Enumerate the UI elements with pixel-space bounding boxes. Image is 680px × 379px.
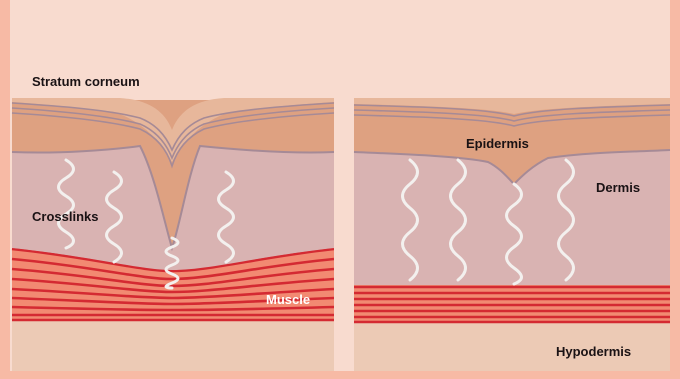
- epidermis-label: Epidermis: [466, 136, 529, 151]
- stratum-corneum-label: Stratum corneum: [32, 74, 140, 89]
- hypodermis-layer-left: [12, 320, 334, 371]
- muscle-label: Muscle: [266, 292, 310, 307]
- hypodermis-label: Hypodermis: [556, 344, 631, 359]
- crosslinks-label: Crosslinks: [32, 209, 98, 224]
- dermis-label: Dermis: [596, 180, 640, 195]
- wrinkled-skin-panel: [12, 98, 334, 371]
- panel-divider: [334, 96, 354, 371]
- bottom-frame-border: [0, 371, 680, 379]
- left-frame-border: [0, 0, 10, 379]
- muscle-fibers-right: [354, 287, 670, 322]
- right-frame-border: [670, 0, 680, 379]
